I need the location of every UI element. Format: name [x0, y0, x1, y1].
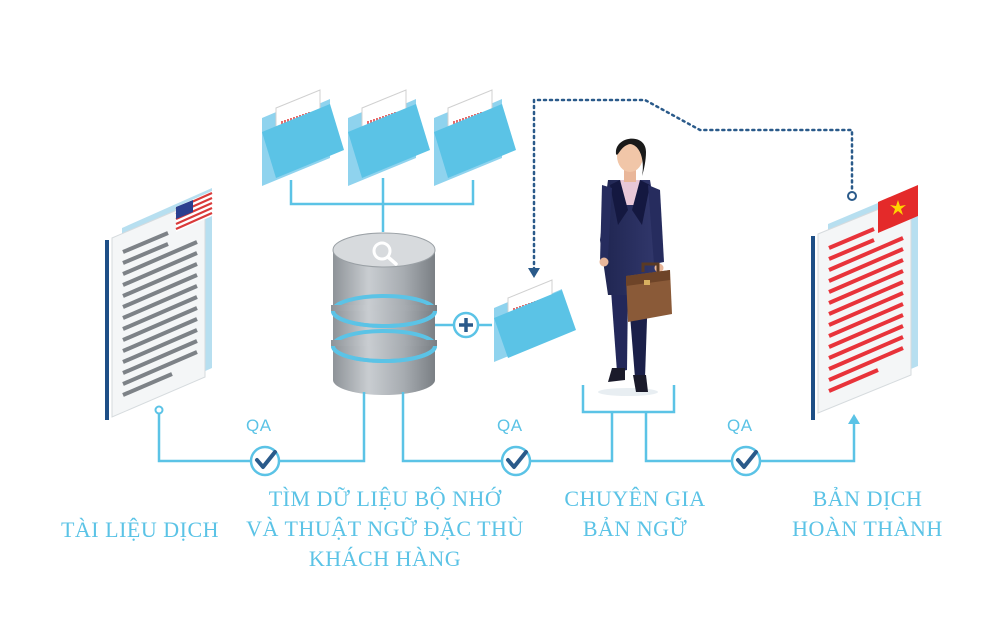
us-flag-icon — [175, 191, 213, 232]
expert-connector — [581, 385, 676, 414]
dotted-connector — [532, 98, 854, 272]
folder-icon — [434, 89, 516, 186]
step-caption-result: BẢN DỊCH HOÀN THÀNH — [792, 486, 943, 541]
check-icon — [500, 445, 532, 477]
briefcase-icon — [626, 262, 672, 322]
plus-icon — [435, 311, 492, 339]
folder-group — [262, 89, 516, 186]
step-caption-expert: CHUYÊN GIA BẢN NGỮ — [564, 486, 706, 541]
flow-start-dot — [154, 405, 164, 415]
arrow-down-icon — [528, 268, 540, 278]
source-document-icon — [105, 188, 213, 420]
qa-label: QA — [727, 416, 753, 435]
search-icon — [372, 241, 398, 266]
check-icon — [249, 445, 281, 477]
flow-line — [157, 392, 856, 463]
arrow-up-icon — [848, 414, 860, 424]
qa-label: QA — [246, 416, 272, 435]
folder-icon — [262, 89, 344, 186]
folder-icon — [348, 89, 430, 186]
step-caption-source: TÀI LIỆU DỊCH — [60, 517, 220, 542]
check-icon — [730, 445, 762, 477]
folder-icon — [494, 279, 576, 362]
dot-endpoint — [847, 191, 857, 201]
businesswoman-icon — [598, 138, 672, 396]
qa-label: QA — [497, 416, 523, 435]
vietnam-flag-icon — [878, 185, 918, 233]
target-document-icon — [811, 185, 918, 420]
database-icon — [331, 232, 437, 395]
step-caption-database: TÌM DỮ LIỆU BỘ NHỚ VÀ THUẬT NGỮ ĐẶC THÙ … — [246, 486, 524, 571]
folder-connector — [289, 178, 475, 232]
